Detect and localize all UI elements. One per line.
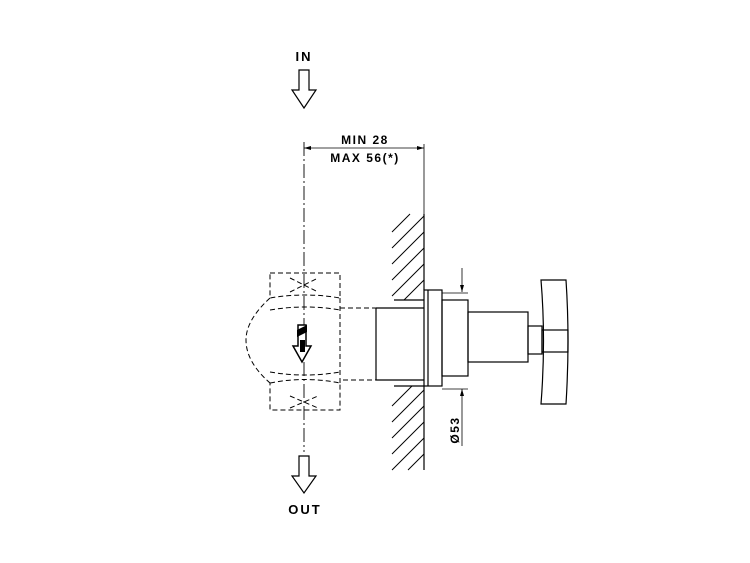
outlet-label: OUT [288, 502, 321, 517]
valve-spindle [375, 307, 424, 381]
inlet-arrow [290, 69, 318, 110]
depth-min-label: MIN 28 [341, 133, 389, 147]
diameter-dimension: Ø53 [442, 268, 468, 446]
valve-body [245, 272, 377, 411]
inlet-label: IN [296, 49, 313, 64]
diameter-label: Ø53 [448, 416, 462, 443]
cross-handle [467, 279, 569, 405]
outlet-arrow [290, 455, 318, 495]
depth-dimension: MIN 28 MAX 56(*) [304, 133, 425, 214]
flow-direction-icon [291, 324, 313, 364]
wall-section [391, 213, 425, 471]
depth-max-label: MAX 56(*) [330, 151, 400, 165]
escutcheon-plate [423, 289, 469, 387]
